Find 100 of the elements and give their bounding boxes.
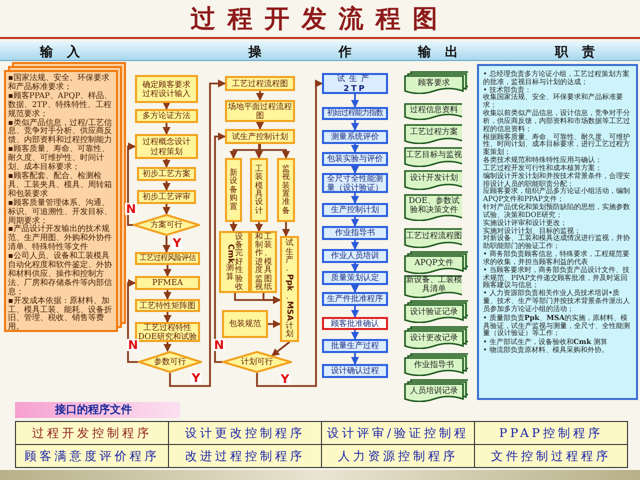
edge-label: N xyxy=(212,339,226,351)
process-box xyxy=(135,299,200,312)
arrow xyxy=(127,279,138,363)
decision-diamond xyxy=(222,351,292,373)
vertical-label: Cmk测算 xyxy=(226,244,234,281)
arrow xyxy=(214,132,226,363)
decision-label: 方案可行 xyxy=(150,220,182,230)
document-shape xyxy=(404,147,462,167)
step-label: 批量生产过程 xyxy=(331,341,379,351)
process-box xyxy=(322,130,388,144)
arrow xyxy=(351,217,359,227)
arrow xyxy=(164,265,172,277)
vertical-label: 工装、模具图纸 xyxy=(264,232,272,292)
arrow xyxy=(256,80,323,387)
column-header: 输出 xyxy=(418,44,472,61)
arrow xyxy=(162,123,170,135)
document-label: 设计更改记录 xyxy=(410,334,458,342)
document-shape xyxy=(404,170,462,190)
process-box xyxy=(322,339,388,353)
step-label: 过程策划 xyxy=(150,146,182,156)
process-box xyxy=(137,167,196,181)
step-label: 包装实验与评价 xyxy=(327,154,383,164)
step-label: 确定顾客要求 xyxy=(142,80,190,89)
diagram-title: 过程开发流程图 xyxy=(190,4,450,34)
document-shape xyxy=(404,326,468,349)
column-header: 输入 xyxy=(40,44,94,61)
step-label: 生产件批准程序 xyxy=(327,294,383,304)
arrow xyxy=(164,290,172,300)
process-box xyxy=(322,226,388,240)
process-box xyxy=(322,107,388,120)
document-label: APQP文件 xyxy=(414,258,454,268)
vertical-label: 设备完好性验收 xyxy=(234,232,244,292)
table-cell: 顾客满意度评价程序 xyxy=(16,444,168,468)
decision-label: 计划可行 xyxy=(241,357,273,367)
arrow xyxy=(230,222,238,232)
document-label: 作业指导书 xyxy=(414,360,454,370)
document-label: 新设备、工装模具清单 xyxy=(406,276,462,294)
step-label: 全尺寸全性能测量（设计验证） xyxy=(326,174,384,192)
arrow xyxy=(162,181,170,191)
arrow xyxy=(259,144,290,159)
arrow xyxy=(162,159,170,168)
process-box xyxy=(322,292,388,306)
step-label: 2TP xyxy=(344,84,366,93)
process-box xyxy=(322,173,388,193)
table-cell: 人力资源控制程序 xyxy=(322,444,474,468)
process-box xyxy=(322,364,388,378)
arrow xyxy=(351,353,359,365)
document-shape xyxy=(404,275,462,298)
arrow xyxy=(169,80,226,387)
process-box xyxy=(137,190,196,204)
arrow xyxy=(351,330,359,340)
arrow xyxy=(256,91,264,101)
process-box xyxy=(135,252,200,265)
process-box xyxy=(280,236,299,342)
step-label: 过程设计输入 xyxy=(142,89,190,98)
decision-label: 参数可行 xyxy=(154,357,186,367)
table-cell: 文件控制过程程序 xyxy=(474,444,628,468)
vertical-label: 新设备购置 xyxy=(229,169,238,211)
step-label: 设计确认过程 xyxy=(331,366,379,376)
arrow xyxy=(255,222,263,232)
process-box xyxy=(135,75,198,103)
arrow xyxy=(351,193,359,204)
arrow xyxy=(351,94,359,108)
edge-label: N xyxy=(126,339,140,351)
arrow xyxy=(271,341,290,356)
document-label: DOE、参数试验和决策文件 xyxy=(408,197,460,215)
step-label: PFMEA xyxy=(152,278,183,288)
document-label: 工艺过程方案 xyxy=(410,128,458,137)
column-header: 作 xyxy=(338,44,366,61)
document-shape xyxy=(404,353,468,376)
process-box xyxy=(135,109,198,123)
document-label: 人员培训记录 xyxy=(410,386,458,396)
process-box xyxy=(135,322,200,342)
process-box xyxy=(135,134,198,159)
arrow xyxy=(268,320,281,328)
step-label: 试生产 xyxy=(337,74,373,84)
edge-label: Y xyxy=(172,237,182,249)
column-header: 操 xyxy=(248,44,276,61)
document-shape xyxy=(404,103,462,120)
step-label: 多方论证方法 xyxy=(142,111,190,121)
arrow xyxy=(351,285,359,293)
process-box xyxy=(322,203,388,217)
process-box xyxy=(322,271,388,285)
arrow xyxy=(282,222,290,237)
step-label: 生产控制计划 xyxy=(331,205,379,215)
process-box xyxy=(250,231,277,293)
table-cell: PPAP控制程序 xyxy=(474,422,628,444)
column-header: 职责 xyxy=(555,44,609,61)
table-cell: 过程开发控制程序 xyxy=(16,422,168,444)
step-label: 测量系统评价 xyxy=(331,132,379,142)
document-shape xyxy=(404,379,468,402)
vertical-label: 工装模具设计 xyxy=(254,164,264,216)
arrow xyxy=(351,306,359,318)
arrow xyxy=(256,122,264,130)
table-cell: 改进过程控制程序 xyxy=(168,444,322,468)
process-box xyxy=(135,276,200,290)
arrow xyxy=(351,240,359,250)
process-box xyxy=(322,73,388,94)
document-shape xyxy=(404,194,462,221)
document-label: 工艺目标与监视 xyxy=(406,151,462,160)
